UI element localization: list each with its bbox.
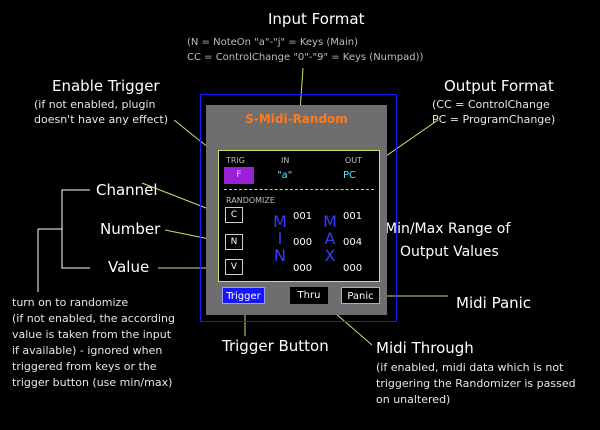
output-format-title: Output Format (444, 77, 554, 95)
randomize-channel-toggle[interactable]: C (225, 207, 243, 223)
number-label: Number (100, 220, 161, 238)
enable-trigger-line-1: (if not enabled, plugin (34, 98, 156, 111)
randomize-note-3: value is taken from the input (12, 328, 172, 341)
plugin-window-frame (200, 94, 397, 322)
trig-header: TRIG (226, 156, 246, 165)
min-value-value[interactable]: 000 (293, 263, 313, 274)
input-format-line-1: (N = NoteOn "a"-"j" = Keys (Main) (187, 37, 359, 48)
channel-label: Channel (96, 181, 158, 199)
max-channel-value[interactable]: 001 (343, 211, 363, 222)
randomize-note-4: if available) - ignored when (12, 344, 163, 357)
min-number-value[interactable]: 000 (293, 237, 313, 248)
trigger-button[interactable]: Trigger (222, 287, 265, 304)
input-format-title: Input Format (268, 10, 365, 28)
randomize-note-1: turn on to randomize (12, 296, 129, 309)
trig-enable-toggle[interactable]: F (224, 167, 254, 184)
randomize-value-toggle[interactable]: V (225, 259, 243, 275)
midi-panic-label: Midi Panic (456, 294, 532, 312)
randomize-header: RANDOMIZE (226, 196, 275, 205)
in-header: IN (281, 156, 290, 165)
plugin-title: S-Midi-Random (245, 112, 348, 126)
max-value-value[interactable]: 000 (343, 263, 363, 274)
midi-through-line-1: (if enabled, midi data which is not (376, 361, 564, 374)
trigger-button-label: Trigger Button (222, 337, 329, 355)
thru-button[interactable]: Thru (290, 287, 328, 304)
input-format-line-2: CC = ControlChange "0"-"9" = Keys (Numpa… (187, 52, 424, 63)
max-label: MAX (323, 212, 337, 265)
midi-through-title: Midi Through (376, 339, 474, 357)
enable-trigger-line-2: doesn't have any effect) (34, 113, 168, 126)
panic-button[interactable]: Panic (341, 287, 380, 304)
randomize-note-2: (if not enabled, the according (12, 312, 175, 325)
midi-through-line-3: on unaltered) (376, 393, 451, 406)
section-divider (224, 189, 374, 190)
value-label: Value (108, 258, 150, 276)
randomize-number-toggle[interactable]: N (225, 234, 243, 250)
output-format-line-2: PC = ProgramChange) (432, 113, 556, 126)
out-header: OUT (345, 156, 363, 165)
output-format-selector[interactable]: PC (343, 170, 357, 181)
randomize-bracket (61, 189, 90, 269)
randomize-note-6: trigger button (use min/max) (12, 376, 173, 389)
max-number-value[interactable]: 004 (343, 237, 363, 248)
minmax-line-1: Min/Max Range of (385, 221, 511, 237)
min-label: MIN (273, 212, 287, 265)
min-channel-value[interactable]: 001 (293, 211, 313, 222)
randomize-note-5: triggered from keys or the (12, 360, 157, 373)
output-format-line-1: (CC = ControlChange (432, 98, 550, 111)
input-format-selector[interactable]: "a" (277, 170, 293, 181)
enable-trigger-title: Enable Trigger (52, 77, 160, 95)
midi-through-line-2: triggering the Randomizer is passed (376, 377, 576, 390)
minmax-line-2: Output Values (400, 244, 499, 260)
